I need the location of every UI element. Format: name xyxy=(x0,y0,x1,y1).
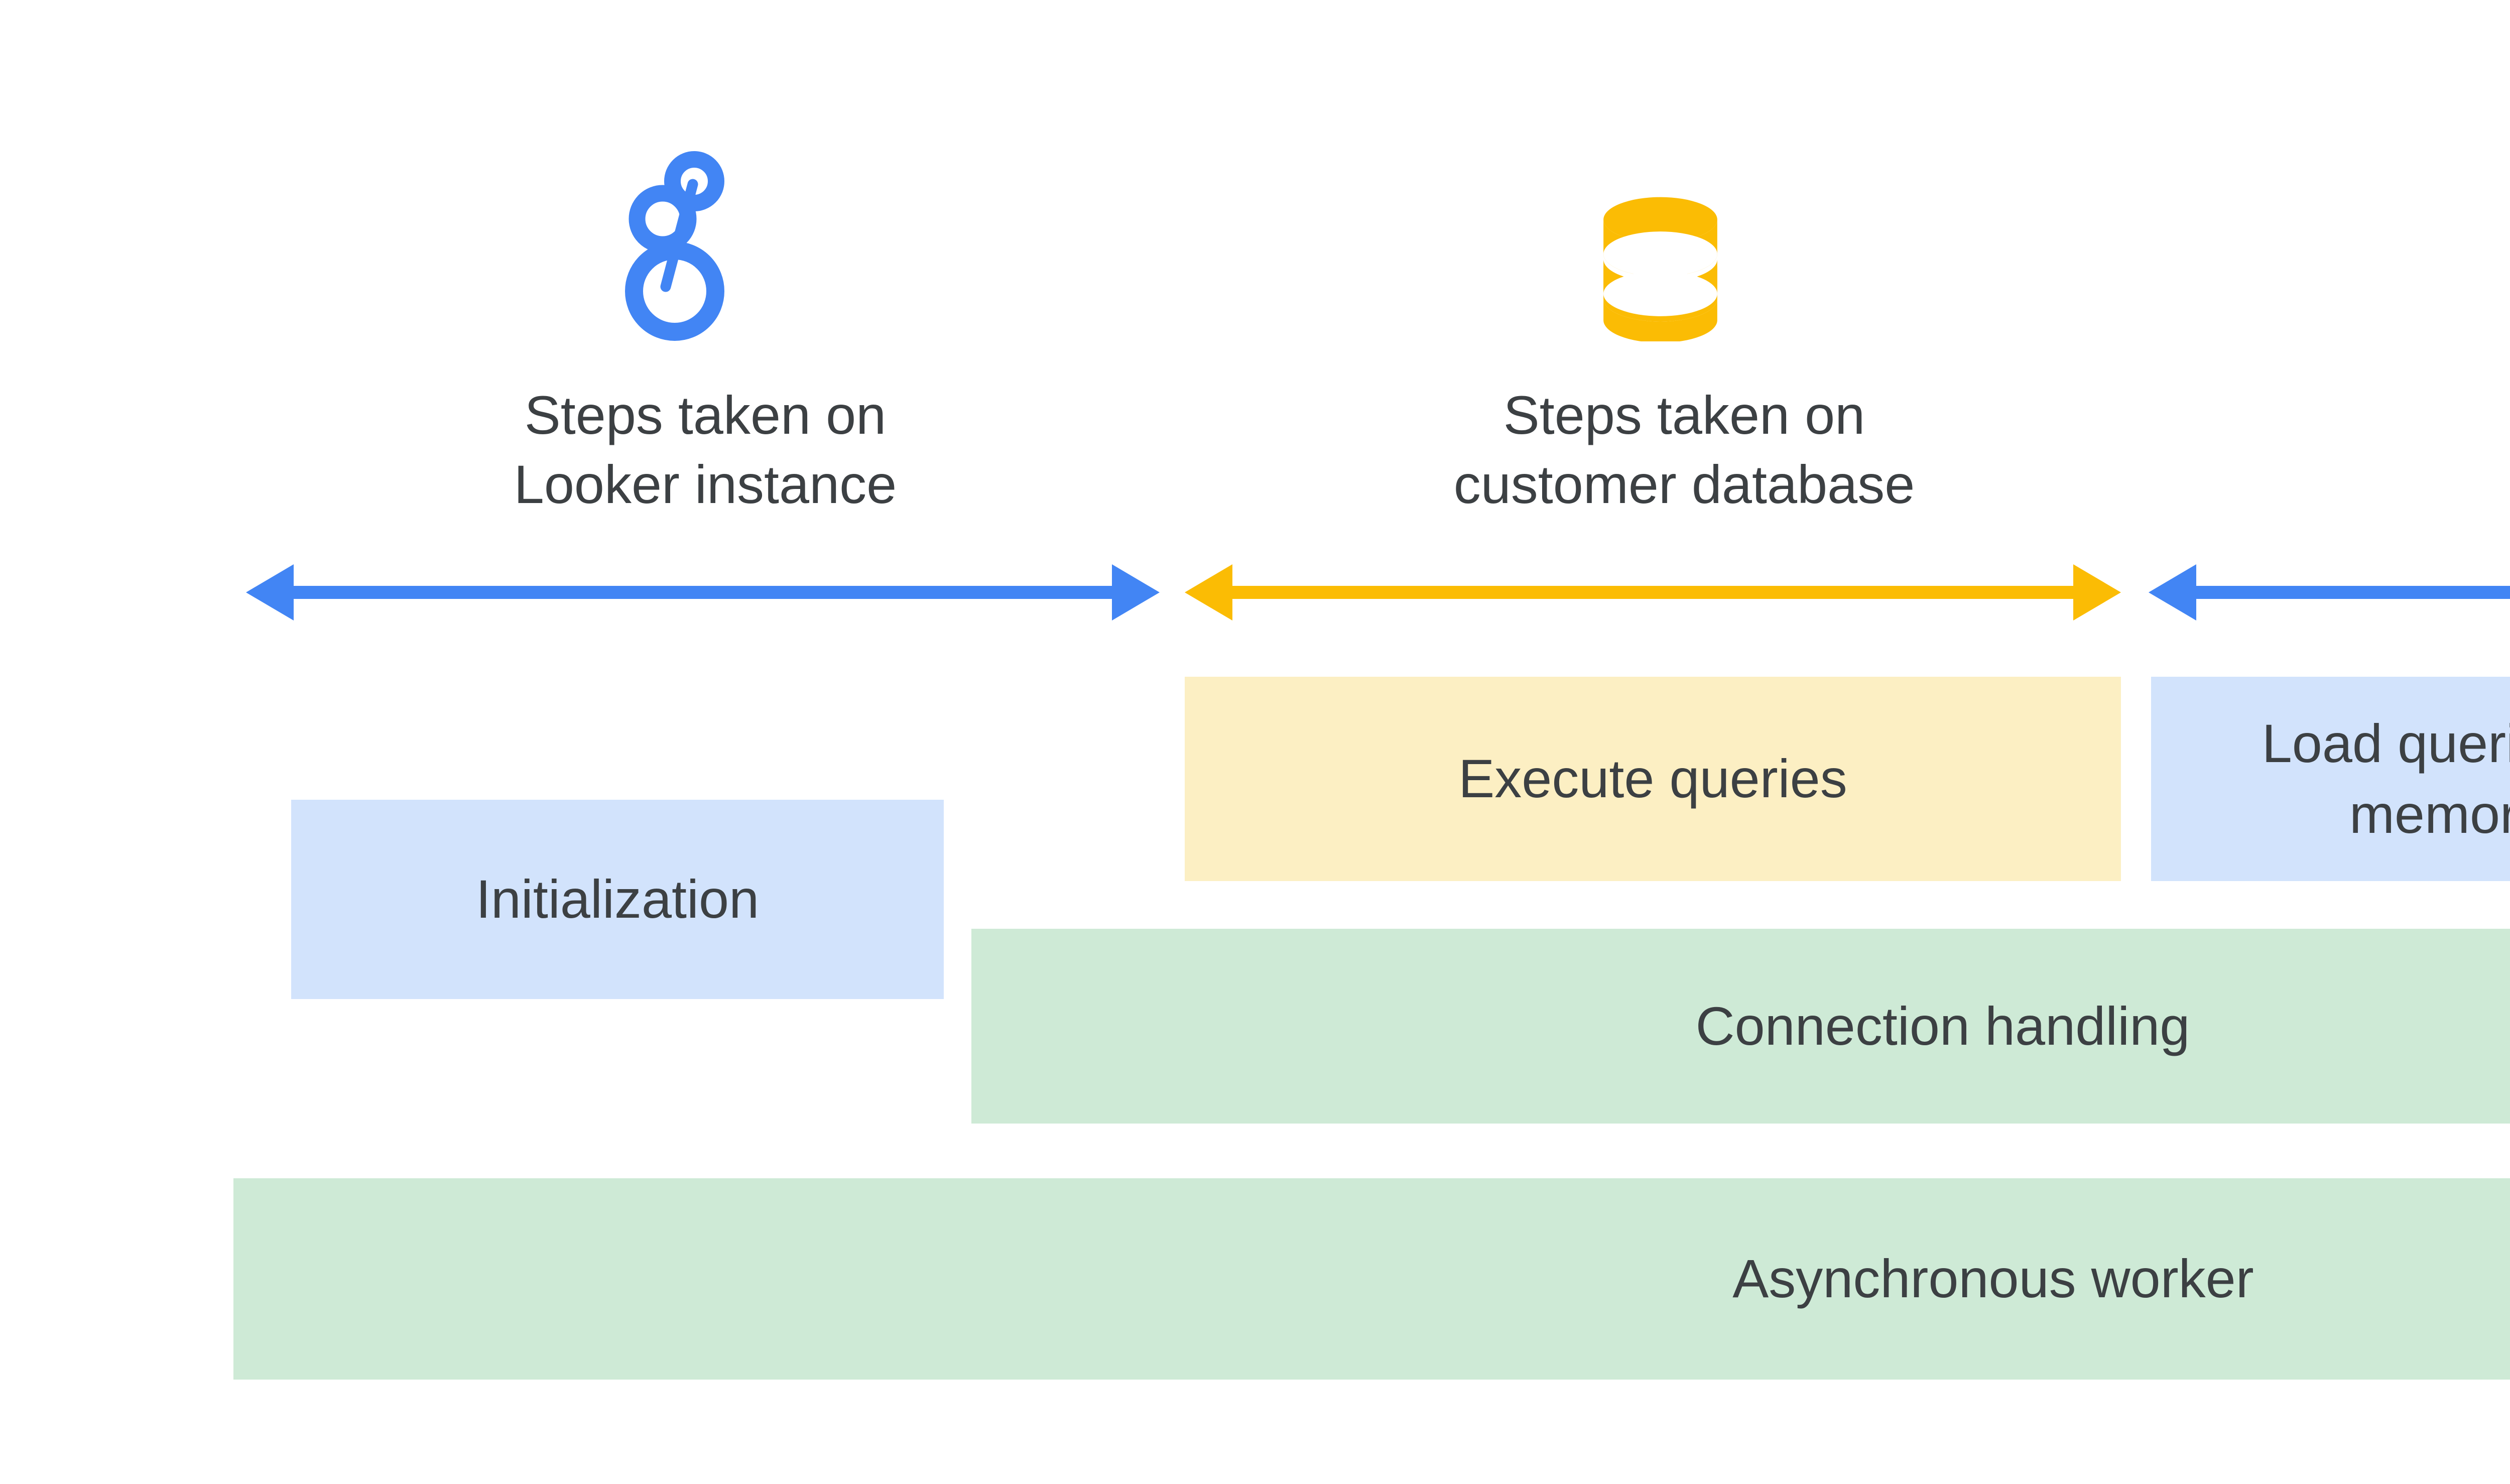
caption-left: Steps taken on Looker instance xyxy=(514,385,897,515)
box-load-queries-in-memory[interactable]: Load queries in memory xyxy=(2151,677,2510,881)
span-arrow-looker-left xyxy=(246,564,1160,621)
box-asynchronous-worker[interactable]: Asynchronous worker xyxy=(233,1178,2510,1380)
box-execute-queries[interactable]: Execute queries xyxy=(1185,677,2121,881)
looker-logo-icon xyxy=(625,148,730,344)
span-arrow-looker-right xyxy=(2149,564,2510,621)
box-initialization[interactable]: Initialization xyxy=(291,800,944,999)
caption-center: Steps taken on customer database xyxy=(1453,385,1915,515)
box-connection-handling[interactable]: Connection handling xyxy=(971,929,2510,1124)
span-arrow-database xyxy=(1185,564,2121,621)
database-icon xyxy=(1594,196,1727,341)
span-arrows-group xyxy=(246,564,2510,621)
